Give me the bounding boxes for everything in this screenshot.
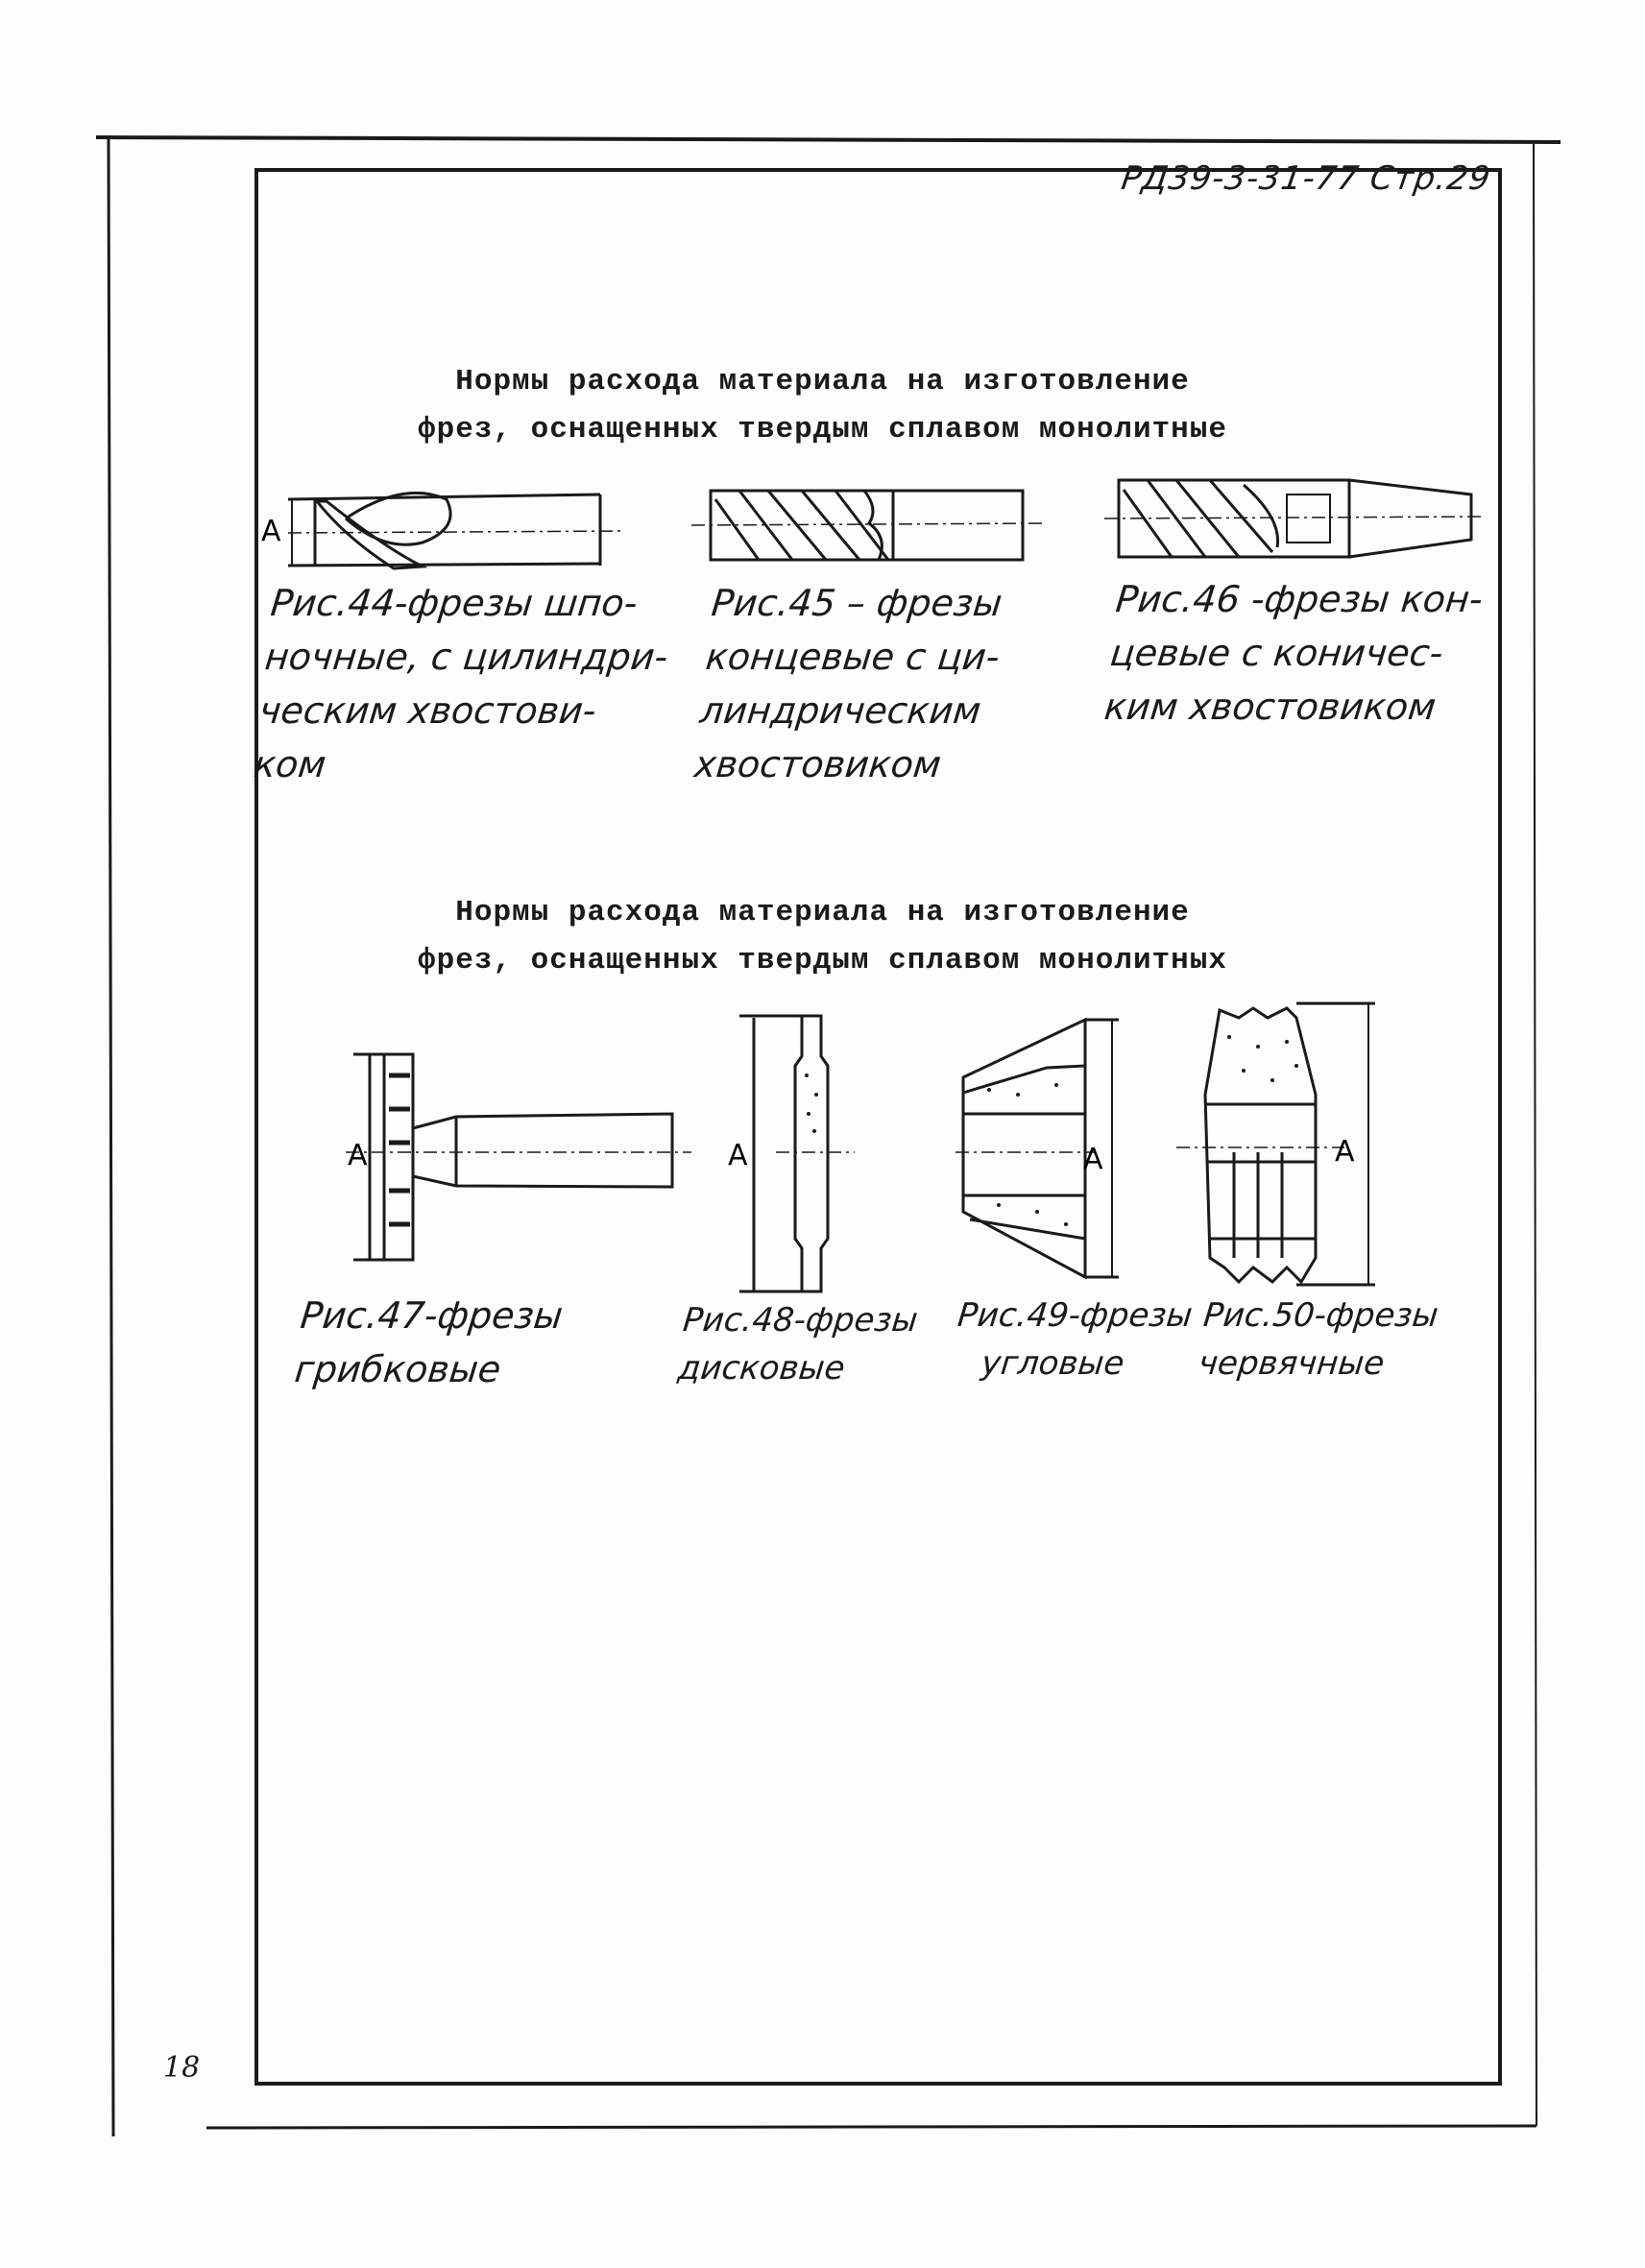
figure-44-drawing (287, 491, 625, 570)
inner-frame (254, 168, 1502, 2086)
figure-48-caption: Рис.48-фрезы дисковые (675, 1296, 920, 1392)
section-2-heading-line-1: Нормы расхода материала на изготовление (455, 896, 1190, 929)
figure-50-drawing (1176, 1001, 1375, 1287)
caption-line: концевые с ци- (703, 636, 1002, 678)
figure-49-caption: Рис.49-фрезы угловые (950, 1291, 1195, 1387)
dimension-label-a: A (728, 1139, 748, 1172)
page-number: 18 (163, 2051, 201, 2085)
figure-45-caption: Рис.45 – фрезы концевые с ци- линдрическ… (691, 576, 1007, 791)
dimension-label-a: A (1335, 1135, 1355, 1169)
caption-line: Рис.45 – фрезы (709, 582, 1004, 624)
caption-line: ком (252, 743, 328, 785)
figure-48-drawing (739, 1014, 855, 1293)
caption-line: Рис.49-фрезы (956, 1296, 1195, 1335)
top-border-line (95, 135, 1561, 144)
section-1-heading-line-1: Нормы расхода материала на изготовление (455, 365, 1190, 398)
caption-line: дисковые (676, 1349, 847, 1387)
bottom-border-line (206, 2124, 1537, 2130)
dimension-label-a: A (261, 515, 281, 548)
figure-47-caption: Рис.47-фрезы грибковые (292, 1289, 566, 1396)
caption-line: Рис.47-фрезы (298, 1294, 566, 1337)
caption-line: грибковые (292, 1348, 503, 1390)
caption-line: хвостовиком (692, 743, 944, 785)
dimension-label-a: A (348, 1139, 368, 1172)
figure-50-caption: Рис.50-фрезы червячные (1196, 1291, 1440, 1387)
caption-line: Рис.50-фрезы (1201, 1296, 1440, 1335)
right-border-line (1533, 143, 1537, 2127)
section-1-heading-line-2: фрез, оснащенных твердым сплавом монолит… (418, 413, 1227, 446)
figure-49-drawing (956, 1017, 1119, 1280)
caption-line: цевые с коничес- (1107, 632, 1445, 674)
figure-46-caption: Рис.46 -фрезы кон- цевые с коничес- ким … (1101, 572, 1485, 734)
caption-line: ким хвостовиком (1101, 686, 1439, 728)
caption-line: ческим хвостови- (256, 689, 598, 732)
figure-46-drawing (1103, 478, 1485, 559)
figure-45-drawing (690, 489, 1043, 562)
left-border-line (107, 136, 115, 2137)
section-2-heading-line-2: фрез, оснащенных твердым сплавом монолит… (418, 944, 1227, 977)
caption-line: угловые (980, 1344, 1126, 1383)
caption-line: червячные (1197, 1344, 1387, 1383)
caption-line: Рис.44-фрезы шпо- (268, 582, 640, 624)
document-code: РД39-3-31-77 Стр.29 (1119, 159, 1494, 198)
figure-44-caption: Рис.44-фрезы шпо- ночные, с цилиндри- че… (251, 576, 676, 791)
dimension-label-a: A (1083, 1143, 1103, 1176)
figure-47-drawing (346, 1052, 691, 1262)
caption-line: Рис.46 -фрезы кон- (1113, 578, 1486, 620)
caption-line: ночные, с цилиндри- (262, 636, 670, 678)
caption-line: Рис.48-фрезы (681, 1301, 920, 1339)
caption-line: линдрическим (697, 689, 983, 732)
